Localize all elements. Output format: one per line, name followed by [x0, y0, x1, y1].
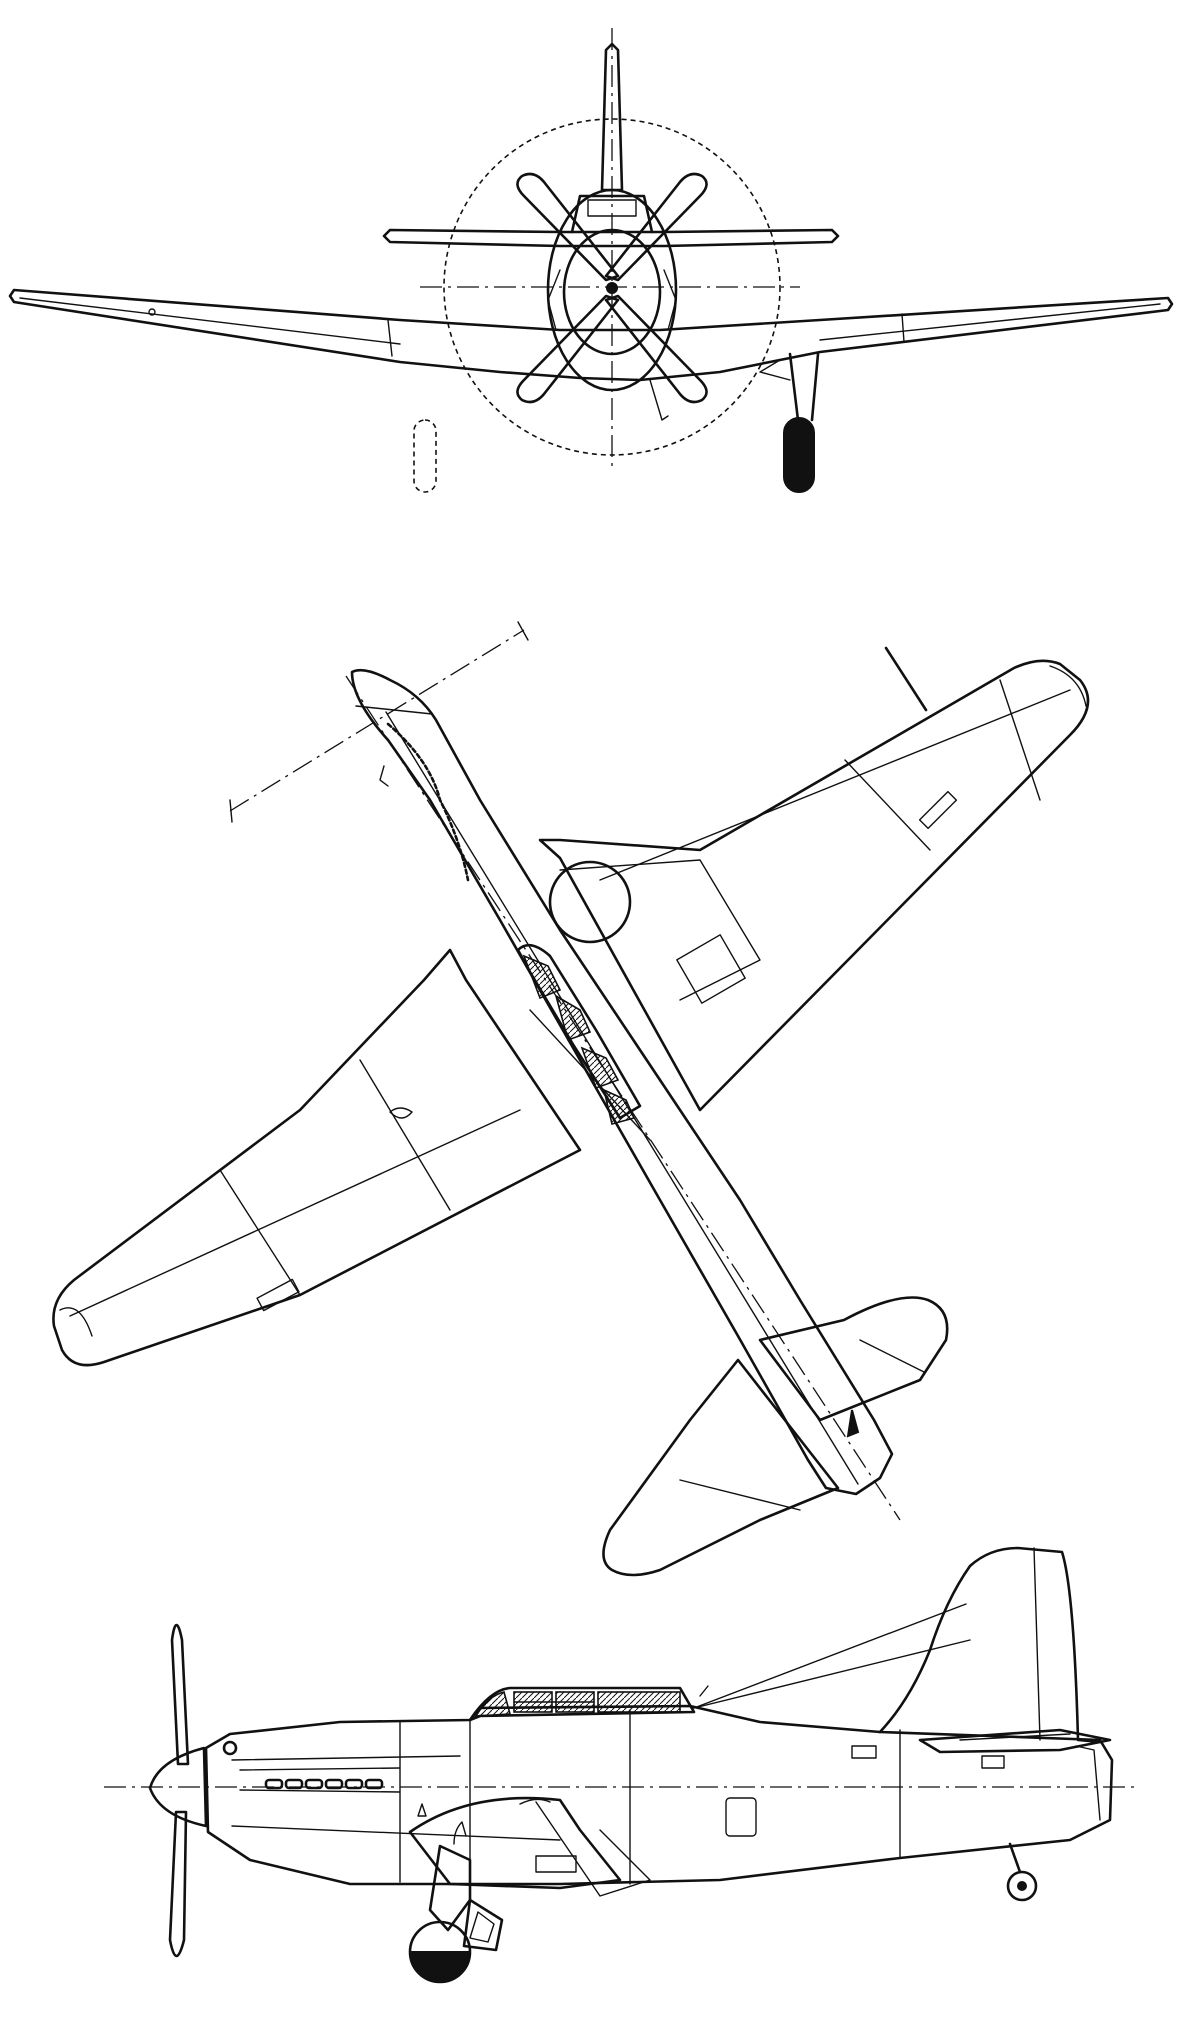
- front-wing: [8, 288, 1174, 382]
- front-propeller-blade: [516, 172, 620, 282]
- plan-exhaust-stacks: [386, 722, 470, 882]
- side-spinner: [148, 1746, 208, 1828]
- side-view: [104, 1546, 1134, 1984]
- front-main-wheel: [783, 417, 815, 493]
- side-canopy: [468, 1686, 696, 1722]
- front-fuselage: [546, 188, 678, 392]
- top-view: [52, 621, 1090, 1577]
- front-propeller-blade: [604, 294, 708, 404]
- side-tailplane: [918, 1728, 1112, 1754]
- side-aerial-wire: [693, 1603, 967, 1709]
- side-propeller-blade: [168, 1810, 188, 1958]
- front-fin: [600, 42, 624, 192]
- plan-tailplane: [602, 1358, 840, 1577]
- plan-tailplane: [758, 1296, 949, 1422]
- side-propeller-blade: [170, 1623, 190, 1766]
- side-wing: [408, 1796, 622, 1890]
- front-propeller-blade: [604, 172, 708, 282]
- side-exhaust-stacks: [264, 1778, 384, 1790]
- span-dimension-line: [229, 629, 525, 812]
- side-fuselage: [204, 1704, 1114, 1886]
- front-propeller-blade: [516, 294, 620, 404]
- front-tailplane: [382, 228, 840, 248]
- plan-fuselage: [350, 668, 894, 1496]
- front-retracted-wheel-outline: [413, 419, 437, 493]
- side-fin: [878, 1546, 1102, 1744]
- plan-right-wing: [538, 659, 1090, 1112]
- front-view: [8, 28, 1174, 493]
- aerial-mast: [884, 646, 928, 712]
- side-tail-wheel: [1006, 1870, 1038, 1902]
- plan-left-wing: [52, 948, 582, 1367]
